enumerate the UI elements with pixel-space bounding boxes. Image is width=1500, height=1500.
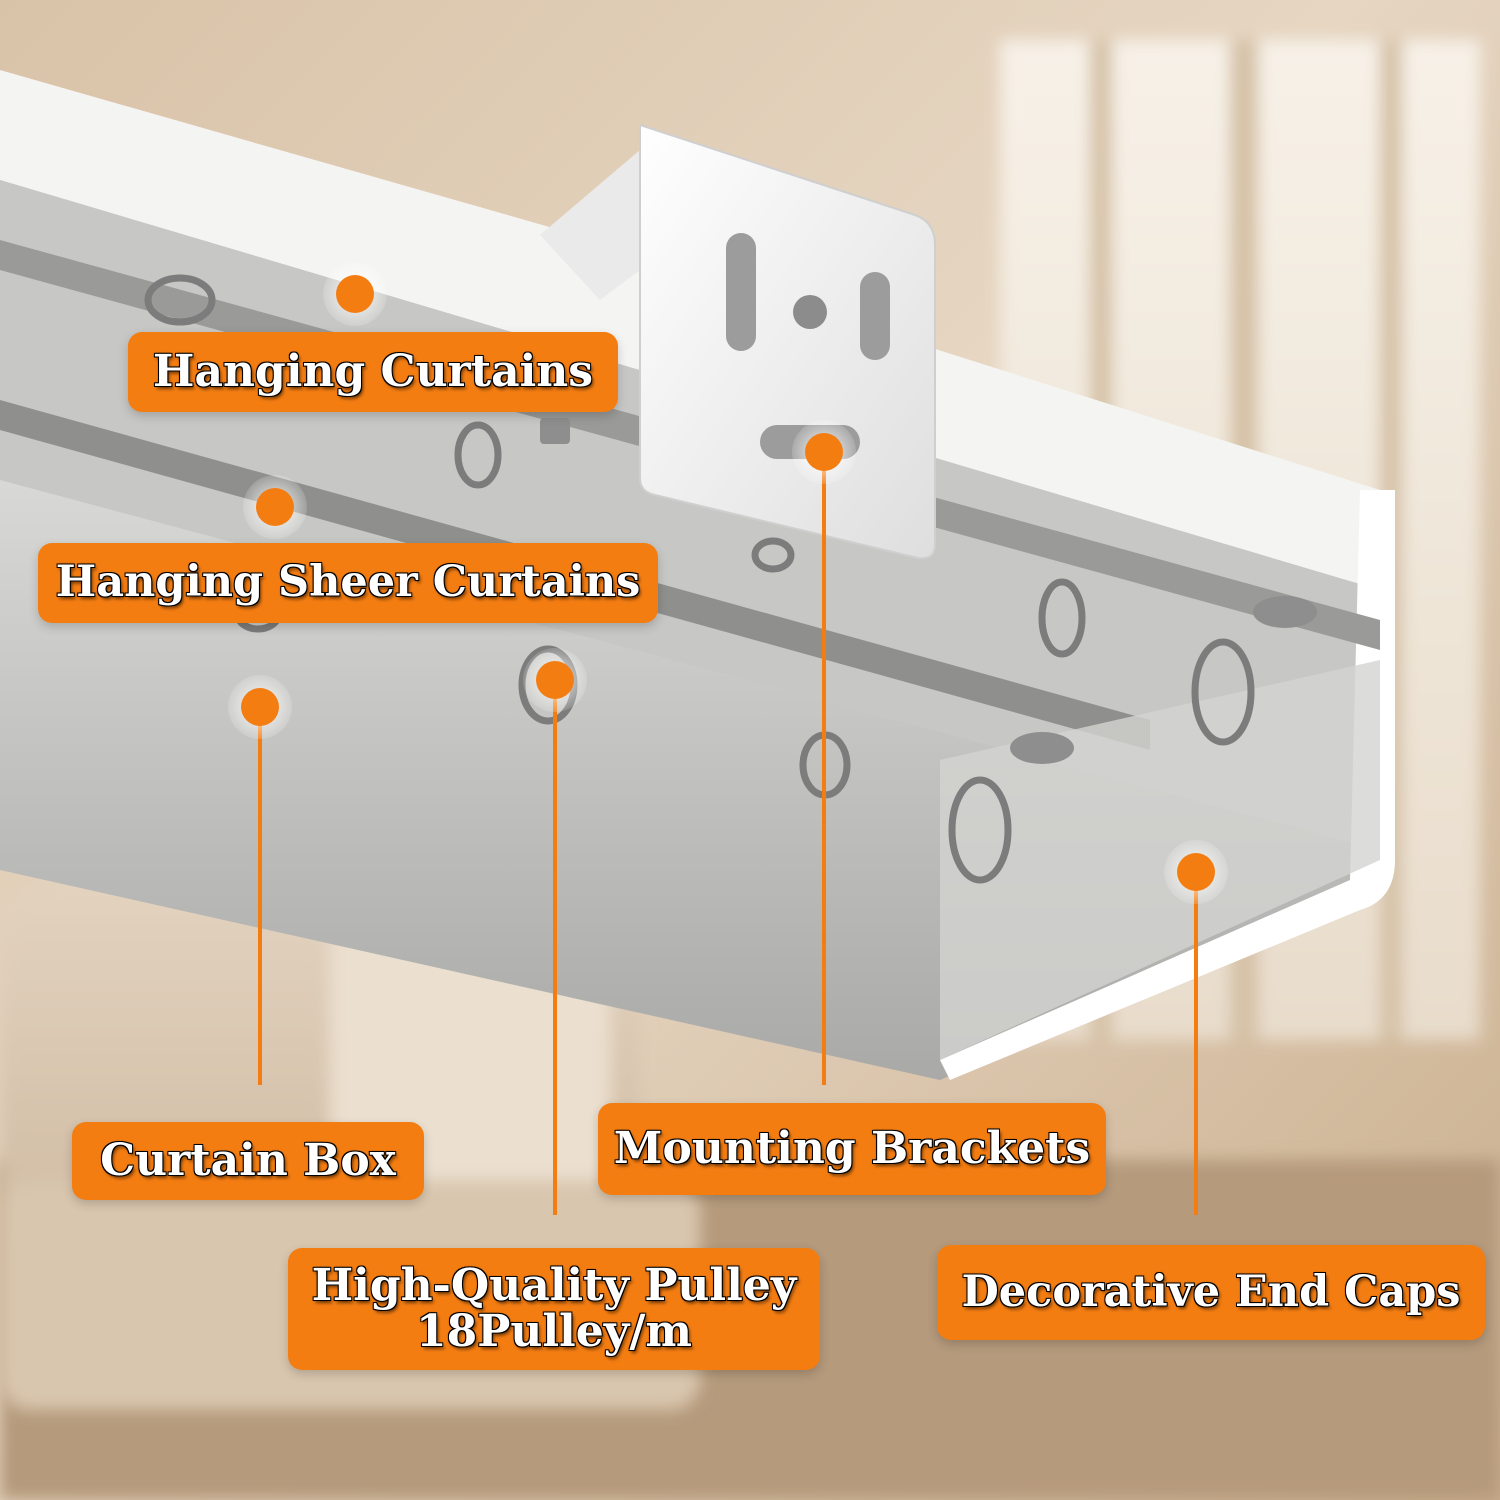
callout-label: Mounting Brackets — [613, 1122, 1091, 1174]
dot-hanging-curtains — [323, 262, 387, 326]
dot-mounting-brackets — [792, 420, 856, 484]
callout-decorative-end-caps: Decorative End Caps — [937, 1245, 1485, 1340]
callout-curtain-box: Curtain Box — [72, 1122, 424, 1200]
callout-label: Hanging Curtains — [152, 345, 594, 397]
dot-curtain-box — [228, 675, 292, 739]
indicator-dots — [228, 262, 1228, 904]
leader-lines — [258, 455, 1198, 1215]
callout-hanging-sheer-curtains: Hanging Sheer Curtains — [38, 543, 658, 623]
dot-end-caps — [1164, 840, 1228, 904]
callout-label: Hanging Sheer Curtains — [55, 557, 641, 608]
bracket-shape — [540, 123, 936, 560]
dot-pulley — [523, 648, 587, 712]
callout-label: Curtain Box — [100, 1134, 396, 1186]
callout-label: High-Quality Pulley — [311, 1259, 797, 1311]
callout-mounting-brackets: Mounting Brackets — [598, 1103, 1106, 1195]
callout-hanging-curtains: Hanging Curtains — [128, 332, 618, 412]
dot-hanging-sheer-curtains — [243, 475, 307, 539]
callout-label: Decorative End Caps — [961, 1266, 1461, 1317]
screw-hardware — [540, 418, 1317, 764]
callout-high-quality-pulley: High-Quality Pulley 18Pulley/m — [288, 1248, 820, 1370]
callout-sublabel: 18Pulley/m — [416, 1306, 692, 1357]
